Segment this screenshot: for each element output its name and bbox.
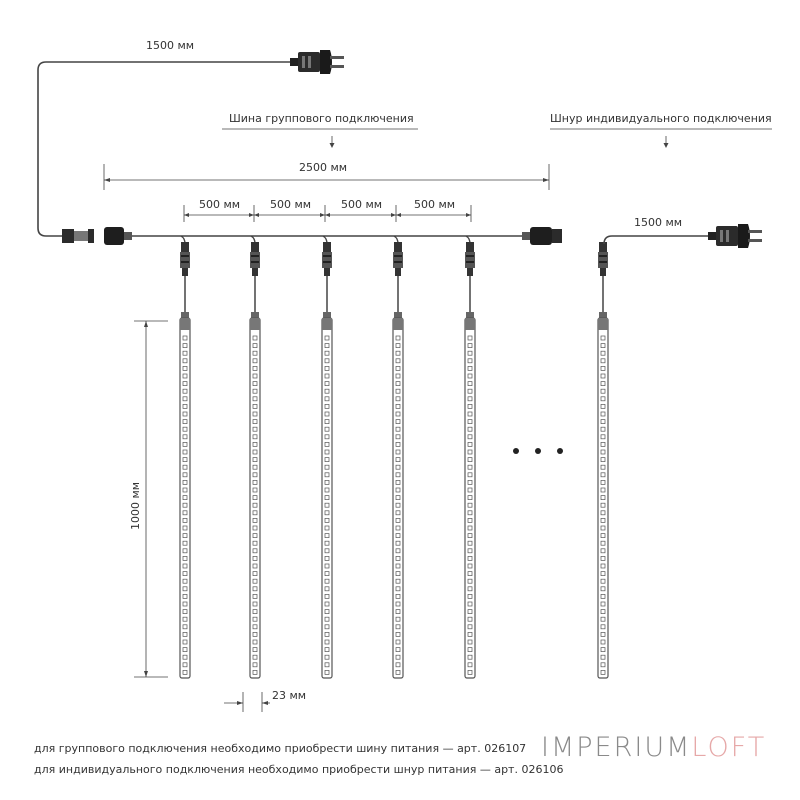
plug-icon [290,50,344,74]
brand-logo: IMPERIUMLOFT [541,732,766,763]
cord-title: Шнур индивидуального подключения [550,112,772,125]
bus-title: Шина группового подключения [229,112,414,125]
bus-length-label: 2500 мм [299,161,347,174]
individual-power-cord [603,235,708,245]
led-tube-icon [321,235,333,679]
led-tube-icon [249,235,261,679]
connector-icon [62,227,132,245]
led-tube-icon [392,235,404,679]
cord-length-right-label: 1500 мм [634,216,682,229]
tube-width-label: 23 мм [272,689,306,702]
brand-part1: IMPERIUM [541,732,692,763]
spacing-label: 500 мм [199,198,240,211]
brand-part2: LOFT [691,732,767,763]
led-tubes [179,235,609,679]
cord-length-top-label: 1500 мм [146,39,194,52]
led-tube-icon [597,242,609,679]
led-tube-icon [179,235,191,679]
note-group-connection: для группового подключения необходимо пр… [34,742,527,755]
spacing-label: 500 мм [414,198,455,211]
spacing-label: 500 мм [341,198,382,211]
tube-length-label: 1000 мм [129,482,142,530]
connector-icon [522,227,562,245]
top-power-cord [37,61,290,237]
spacing-dimensions: 500 мм 500 мм 500 мм 500 мм [183,198,472,222]
spacing-label: 500 мм [270,198,311,211]
note-individual-connection: для индивидуального подключения необходи… [34,763,564,776]
plug-icon [708,224,762,248]
ellipsis-icon [513,448,563,454]
led-tube-icon [464,235,476,679]
